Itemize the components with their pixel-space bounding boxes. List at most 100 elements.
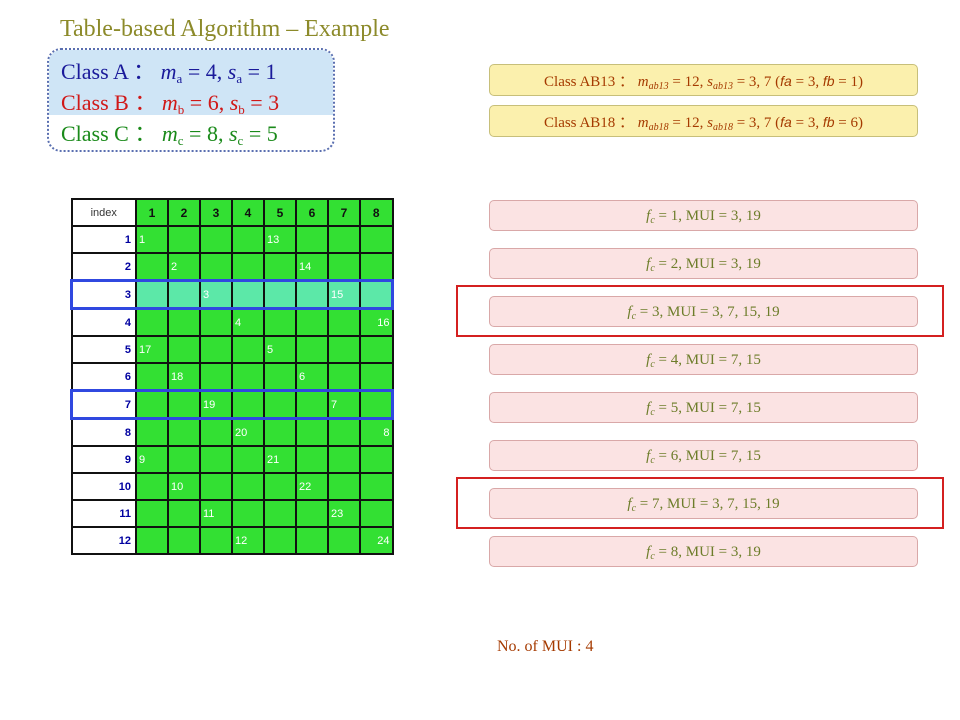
- table-corner-label: index: [70, 198, 137, 227]
- table-cell: 7: [327, 389, 361, 420]
- fc-subscript: c: [631, 311, 637, 322]
- table-cell: [231, 335, 265, 364]
- table-cell: [263, 472, 297, 501]
- table-cell: [231, 225, 265, 254]
- ab-fb-symbol: fb: [822, 114, 835, 130]
- table-cell: [359, 335, 394, 364]
- fc-result-box: fc = 8, MUI = 3, 19: [489, 536, 918, 567]
- class-highlight-band: [49, 50, 333, 115]
- table-cell: [263, 252, 297, 282]
- table-cell: 23: [327, 499, 361, 528]
- table-cell: [327, 362, 361, 392]
- table-cell: [295, 389, 329, 420]
- class-m-symbol: m: [160, 59, 177, 84]
- row-index: 5: [70, 335, 137, 364]
- table-cell: [135, 307, 169, 337]
- table-cell: [231, 472, 265, 501]
- table-cell: [327, 335, 361, 364]
- table-cell: [295, 307, 329, 337]
- table-cell: [263, 417, 297, 447]
- table-cell: [295, 526, 329, 555]
- row-index: 11: [70, 499, 137, 528]
- class-m-value: 4: [205, 59, 217, 84]
- column-header: 2: [167, 198, 201, 227]
- fc-value: 6: [670, 448, 679, 464]
- table-cell: [167, 417, 201, 447]
- mui-count-label: No. of MUI : 4: [497, 638, 594, 655]
- row-index: 4: [70, 307, 137, 337]
- mui-list: 7, 15: [730, 448, 761, 464]
- table-cell: [167, 335, 201, 364]
- table-cell: 14: [295, 252, 329, 282]
- row-index: 7: [70, 389, 137, 420]
- ab-m-subscript: ab18: [648, 122, 669, 133]
- table-cell: 11: [199, 499, 233, 528]
- table-cell: [327, 307, 361, 337]
- row-index: 2: [70, 252, 137, 282]
- mui-list: 3, 7, 15, 19: [712, 496, 780, 512]
- table-cell: [135, 499, 169, 528]
- table-cell: [295, 499, 329, 528]
- table-cell: [167, 526, 201, 555]
- ab-s-value: 3, 7: [748, 74, 772, 90]
- table-cell: [199, 445, 233, 474]
- fc-symbol: f: [646, 256, 651, 272]
- fc-result-box: fc = 5, MUI = 7, 15: [489, 392, 918, 423]
- ab-fb-symbol: fb: [822, 73, 835, 89]
- fc-subscript: c: [650, 359, 655, 370]
- table-cell: [231, 499, 265, 528]
- table-cell: [135, 252, 169, 282]
- table-cell: [135, 417, 169, 447]
- table-cell: [167, 389, 201, 420]
- table-cell: [167, 279, 201, 310]
- fc-subscript: c: [650, 407, 655, 418]
- fc-value: 8: [670, 544, 679, 560]
- slide-title: Table-based Algorithm – Example: [60, 16, 390, 42]
- table-cell: 4: [231, 307, 265, 337]
- column-header: 6: [295, 198, 329, 227]
- fc-value: 5: [670, 400, 679, 416]
- table-cell: [327, 445, 361, 474]
- table-cell: [327, 225, 361, 254]
- mui-list: 3, 19: [730, 544, 761, 560]
- ab-s-symbol: s: [707, 115, 713, 131]
- table-cell: [199, 526, 233, 555]
- table-cell: [263, 389, 297, 420]
- table-cell: [135, 389, 169, 420]
- table-cell: [327, 417, 361, 447]
- class-m-value: 6: [207, 90, 219, 115]
- ab-class-name: Class AB18: [544, 115, 616, 131]
- table-cell: [359, 389, 394, 420]
- ab-class-box-0: Class AB13 ： mab13 = 12, sab13 = 3, 7 (f…: [489, 64, 918, 96]
- table-cell: [263, 279, 297, 310]
- class-m-symbol: m: [161, 121, 178, 146]
- class-m-symbol: m: [161, 90, 178, 115]
- class-name: Class B: [61, 90, 129, 115]
- ab-fa-value: 3: [807, 74, 816, 90]
- table-cell: [359, 225, 394, 254]
- table-cell: [135, 472, 169, 501]
- table-cell: [167, 307, 201, 337]
- ab-fa-symbol: fa: [780, 73, 792, 89]
- fc-value: 2: [670, 256, 679, 272]
- table-cell: 21: [263, 445, 297, 474]
- class-line-1: Class B ： mb = 6, sb = 3: [61, 90, 280, 117]
- table-cell: 8: [359, 417, 394, 447]
- table-cell: [359, 279, 394, 310]
- fc-symbol: f: [646, 400, 651, 416]
- class-name: Class A: [61, 59, 128, 84]
- table-cell: 12: [231, 526, 265, 555]
- ab-m-subscript: ab13: [648, 81, 669, 92]
- column-header: 8: [359, 198, 394, 227]
- fc-symbol: f: [646, 448, 651, 464]
- class-s-subscript: b: [238, 102, 245, 117]
- table-cell: [359, 362, 394, 392]
- table-cell: [199, 307, 233, 337]
- table-cell: 24: [359, 526, 394, 555]
- table-cell: [231, 252, 265, 282]
